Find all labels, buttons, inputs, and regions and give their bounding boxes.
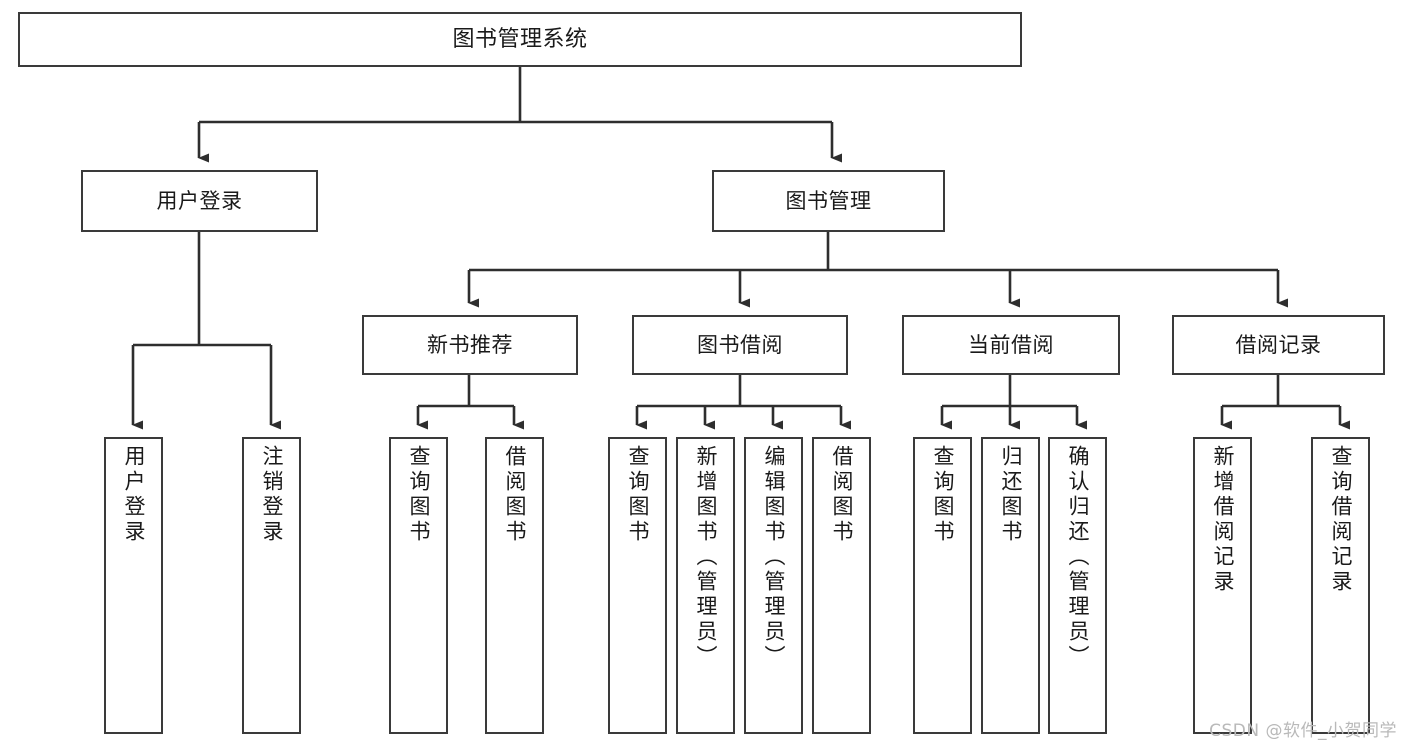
node-new-book-recommend[interactable]: 新书推荐: [362, 315, 578, 375]
node-label: 查询图书: [626, 445, 650, 545]
node-label: 用户登录: [122, 445, 146, 545]
node-label: 查询图书: [407, 445, 431, 545]
leaf-current-search-book[interactable]: 查询图书: [913, 437, 972, 734]
leaf-record-search-record[interactable]: 查询借阅记录: [1311, 437, 1370, 734]
leaf-borrow-search-book[interactable]: 查询图书: [608, 437, 667, 734]
node-label: 当前借阅: [968, 332, 1054, 357]
node-label: 注销登录: [260, 445, 284, 545]
leaf-borrow-edit-book[interactable]: 编辑图书（管理员）: [744, 437, 803, 734]
node-label: 确认归还（管理员）: [1066, 445, 1090, 670]
node-current-borrow[interactable]: 当前借阅: [902, 315, 1120, 375]
node-label: 编辑图书（管理员）: [762, 445, 786, 670]
leaf-recommend-search-book[interactable]: 查询图书: [389, 437, 448, 734]
node-label: 借阅图书: [830, 445, 854, 545]
leaf-record-add-record[interactable]: 新增借阅记录: [1193, 437, 1252, 734]
node-label: 新增借阅记录: [1211, 445, 1235, 595]
leaf-user-login-logout[interactable]: 注销登录: [242, 437, 301, 734]
node-book-borrow[interactable]: 图书借阅: [632, 315, 848, 375]
node-book-management[interactable]: 图书管理: [712, 170, 945, 232]
node-label: 查询借阅记录: [1329, 445, 1353, 595]
node-label: 图书管理: [785, 188, 872, 213]
csdn-watermark: CSDN @软件_小贺同学: [1209, 721, 1397, 741]
node-root-system[interactable]: 图书管理系统: [18, 12, 1022, 67]
node-label: 用户登录: [156, 188, 243, 213]
node-label: 借阅记录: [1235, 332, 1322, 357]
node-label: 图书借阅: [697, 332, 783, 357]
node-label: 新书推荐: [427, 332, 513, 357]
leaf-borrow-add-book[interactable]: 新增图书（管理员）: [676, 437, 735, 734]
node-label: 归还图书: [999, 445, 1023, 545]
leaf-recommend-borrow-book[interactable]: 借阅图书: [485, 437, 544, 734]
node-user-login[interactable]: 用户登录: [81, 170, 318, 232]
leaf-borrow-borrow-book[interactable]: 借阅图书: [812, 437, 871, 734]
node-label: 图书管理系统: [452, 26, 588, 52]
leaf-user-login-login[interactable]: 用户登录: [104, 437, 163, 734]
node-borrow-record[interactable]: 借阅记录: [1172, 315, 1385, 375]
leaf-current-confirm-return[interactable]: 确认归还（管理员）: [1048, 437, 1107, 734]
leaf-current-return-book[interactable]: 归还图书: [981, 437, 1040, 734]
node-label: 查询图书: [931, 445, 955, 545]
node-label: 新增图书（管理员）: [694, 445, 718, 670]
node-label: 借阅图书: [503, 445, 527, 545]
